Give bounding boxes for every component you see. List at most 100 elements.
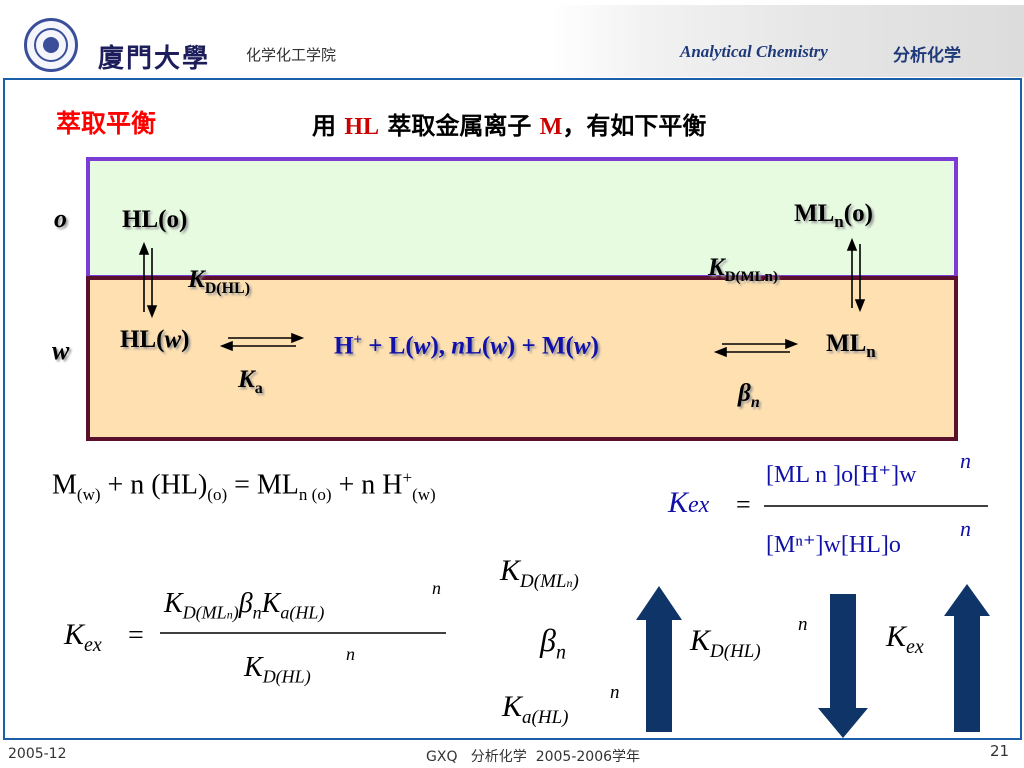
kex-den-exponent: n: [960, 516, 971, 541]
ov-plus: +: [402, 468, 413, 487]
mid-plus: +: [353, 332, 363, 348]
aqueous-phase-box: [86, 276, 958, 441]
mid-e: ): [590, 332, 599, 360]
kd-hl-label: KD(HL): [188, 266, 250, 298]
intro-metal: M: [539, 114, 563, 140]
overall-reaction: M(w) + n (HL)(o) = MLn (o) + n H+(w): [52, 468, 436, 505]
mln-org-base: ML: [794, 200, 835, 227]
slide-title: 萃取平衡: [56, 109, 157, 138]
hl-aq-post: ): [181, 326, 190, 353]
num-beta-n: n: [252, 602, 262, 623]
ov-a: + n (HL): [100, 469, 208, 501]
kd-mln-k: K: [708, 254, 725, 281]
mid-d: ) + M(: [506, 332, 574, 360]
kex-k: K: [668, 486, 689, 519]
footer-date: 2005-12: [8, 746, 67, 762]
mid-b: ),: [430, 332, 452, 360]
ov-b: = ML: [227, 469, 299, 501]
intro-reagent: HL: [344, 114, 380, 140]
mid-n: n: [451, 332, 466, 360]
num-ka: K: [261, 588, 281, 619]
kex-left-den-exponent: n: [346, 644, 355, 664]
intro-text: 用 HL 萃取金属离子 M，有如下平衡: [312, 106, 706, 141]
university-name: 廈門大學: [98, 44, 211, 74]
ka-hl-exponent: n: [610, 682, 620, 703]
kd-hl-constant: KD(HL): [690, 624, 761, 663]
course-name-cn: 分析化学: [893, 46, 961, 66]
beta-n-label: βn: [738, 380, 760, 412]
kd-mln-up-arrow-icon: [636, 586, 682, 732]
mid-w3: w: [573, 332, 591, 360]
kex-left-denominator: KD(HL): [244, 652, 311, 688]
ov-c: + n H: [331, 469, 403, 501]
organic-phase-label: o: [54, 204, 67, 233]
kex-left-numerator: KD(MLn)βnKa(HL): [164, 588, 325, 623]
course-name-en: Analytical Chemistry: [680, 42, 828, 61]
betan-sym: β: [540, 622, 556, 658]
footer-center: GXQ 分析化学 2005-2006学年: [426, 749, 641, 765]
kahl-sub: a(HL): [522, 707, 569, 728]
kd-hl-exponent: n: [798, 614, 808, 635]
kex-constant: Kex: [886, 620, 924, 659]
num-beta: β: [238, 588, 253, 619]
betan-sub: n: [555, 641, 566, 664]
ov-o1: (o): [207, 484, 228, 504]
campus-banner-image: [552, 5, 1024, 77]
kdhl-sub: D(HL): [710, 641, 761, 662]
kexl-k: K: [64, 618, 85, 651]
intro-post: ，有如下平衡: [562, 112, 707, 140]
den-kd: K: [244, 652, 263, 683]
kex-num-exponent: n: [960, 448, 971, 473]
kex-up-arrow-icon: [944, 584, 990, 732]
ov-o2: (o): [307, 484, 332, 504]
kex-right-eq: Kex: [668, 486, 709, 520]
kd-hl-down-arrow-icon: [818, 594, 868, 738]
kd-mln-label: KD(MLn): [708, 254, 778, 286]
mln-aq-base: ML: [826, 330, 867, 357]
mln-org-tail: (o): [843, 200, 873, 227]
kd-mln-constant: KD(MLn): [500, 554, 579, 592]
aqueous-phase-label: w: [52, 336, 70, 365]
hl-aq-w: w: [164, 326, 182, 353]
num-ka-sub: a(HL): [280, 602, 325, 623]
ov-n: n: [298, 484, 308, 504]
hl-organic: HL(o): [122, 206, 188, 233]
kdhl-k: K: [690, 624, 711, 657]
kd-hl-sub: D(HL): [204, 280, 251, 297]
hl-aqueous: HL(w): [120, 326, 189, 354]
num-kd-sub: D(ML: [182, 602, 227, 623]
mid-c: L(: [465, 332, 491, 360]
kex-left: Kex: [64, 618, 102, 657]
mid-a: + L(: [362, 332, 414, 360]
kex-equals: =: [736, 490, 751, 519]
den-kd-sub: D(HL): [262, 666, 311, 687]
ov-w1: (w): [76, 484, 101, 504]
kexc-k: K: [886, 620, 907, 653]
aqueous-equilibrium-species: H+ + L(w), nL(w) + M(w): [334, 332, 599, 360]
page-number: 21: [990, 742, 1010, 760]
beta-n-constant: βn: [540, 622, 566, 664]
department-name: 化学化工学院: [246, 46, 337, 64]
kex-denominator: [Mⁿ⁺]w[HL]o: [766, 532, 901, 558]
mid-w1: w: [413, 332, 431, 360]
ov-w2: (w): [412, 484, 436, 504]
intro-pre: 用: [312, 112, 345, 140]
content-frame: [3, 78, 1022, 740]
kdmln-n: n: [566, 576, 573, 590]
kahl-k: K: [502, 690, 523, 723]
kd-hl-k: K: [188, 266, 205, 293]
hl-aq-pre: HL(: [120, 326, 165, 353]
kd-mln-sub: D(MLn): [724, 269, 779, 285]
kexc-sub: ex: [906, 636, 924, 658]
kex-left-equals: =: [128, 620, 144, 651]
intro-mid: 萃取金属离子: [379, 112, 540, 140]
ka-label: Ka: [238, 366, 263, 398]
kdmln-k: K: [500, 554, 521, 587]
ov-m: M: [52, 469, 77, 501]
num-kd-n: n: [226, 607, 233, 622]
kdmln-sub: D(ML: [520, 571, 567, 592]
ka-k: K: [238, 366, 255, 393]
university-seal-icon: [24, 18, 78, 72]
kex-left-num-exponent: n: [432, 578, 441, 598]
ka-hl-constant: Ka(HL): [502, 690, 568, 729]
